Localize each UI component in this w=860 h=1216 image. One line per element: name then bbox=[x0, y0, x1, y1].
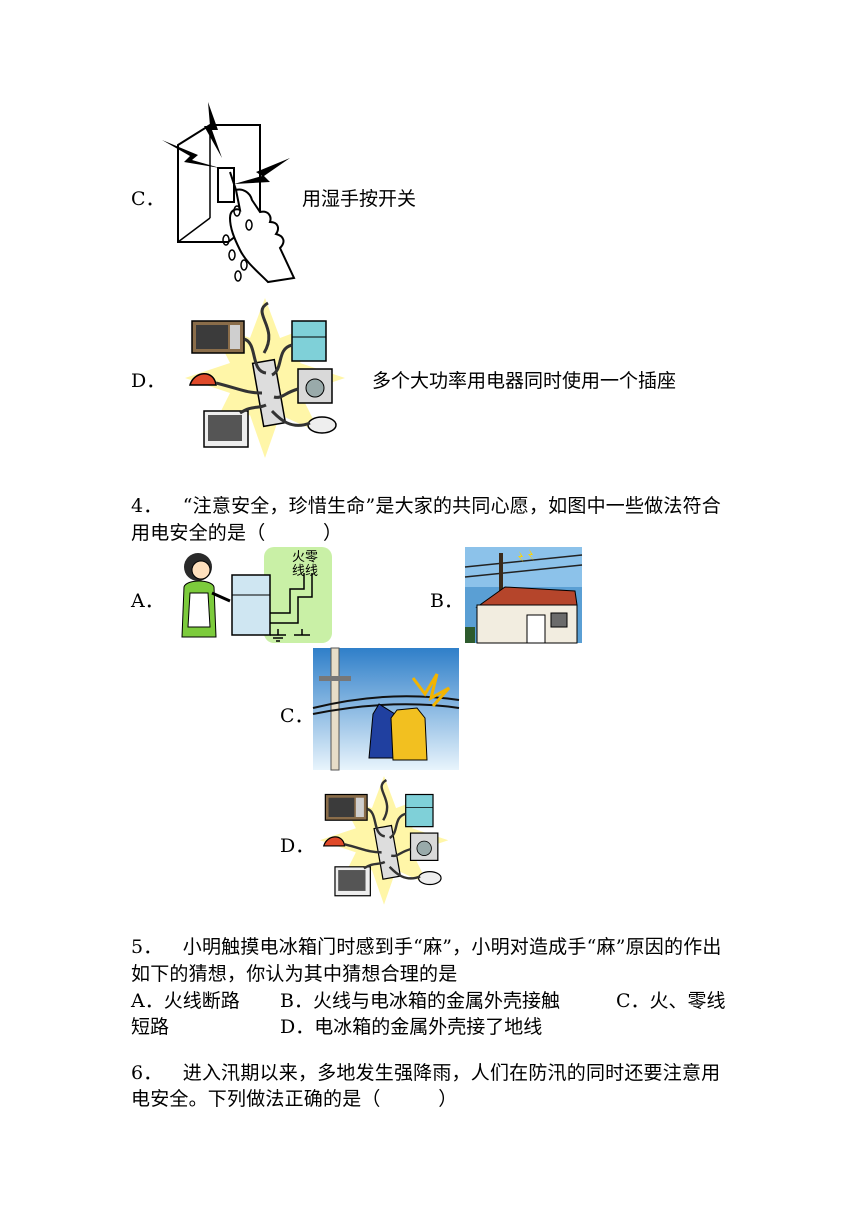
q5-stem-line-2: 如下的猜想，你认为其中猜想合理的是 bbox=[131, 963, 458, 985]
q6-number: 6． bbox=[131, 1062, 163, 1084]
q3-option-d-letter: D． bbox=[131, 370, 166, 392]
clothes-on-wire-icon bbox=[312, 647, 460, 771]
wet-hand-switch-icon bbox=[162, 102, 296, 284]
overloaded-socket-icon bbox=[185, 298, 345, 458]
q4-option-a-letter: A． bbox=[131, 590, 164, 612]
house-power-line-icon bbox=[464, 547, 583, 644]
overloaded-socket-icon bbox=[319, 776, 449, 905]
q4-stem-text: “注意安全，珍惜生命”是大家的共同心愿，如图中一些做法符合 bbox=[182, 495, 721, 517]
q6-stem-line-2: 电安全。下列做法正确的是（ ） bbox=[131, 1088, 458, 1110]
q5-option-b: B．火线与电冰箱的金属外壳接触 bbox=[280, 990, 560, 1012]
q5-option-a: A．火线断路 bbox=[131, 990, 240, 1012]
q3-option-d-text: 多个大功率用电器同时使用一个插座 bbox=[372, 370, 677, 392]
q6-stem-line-1: 6． 进入汛期以来，多地发生强降雨，人们在防汛的同时还要注意用 bbox=[131, 1058, 720, 1085]
grounded-refrigerator-icon: 火零 线线 bbox=[181, 547, 332, 643]
q5-option-c: C．火、零线 bbox=[616, 990, 726, 1012]
q4-option-b-letter: B． bbox=[430, 590, 463, 612]
q4-option-d-letter: D． bbox=[280, 835, 315, 857]
q4-number: 4． bbox=[131, 495, 163, 517]
q3-option-c-letter: C． bbox=[131, 188, 165, 210]
q5-option-c-continued: 短路 bbox=[131, 1016, 170, 1038]
q4-option-a-caption-bottom: 线线 bbox=[292, 564, 318, 579]
q5-stem-line-1: 5． 小明触摸电冰箱门时感到手“麻”，小明对造成手“麻”原因的作出 bbox=[131, 932, 722, 959]
q3-option-c-text: 用湿手按开关 bbox=[302, 188, 417, 210]
q4-option-a-caption-top: 火零 bbox=[292, 550, 318, 565]
q5-stem-text: 小明触摸电冰箱门时感到手“麻”，小明对造成手“麻”原因的作出 bbox=[182, 936, 722, 958]
q4-stem-line-1: 4． “注意安全，珍惜生命”是大家的共同心愿，如图中一些做法符合 bbox=[131, 491, 721, 518]
q5-number: 5． bbox=[131, 936, 163, 958]
q6-stem-text: 进入汛期以来，多地发生强降雨，人们在防汛的同时还要注意用 bbox=[182, 1062, 721, 1084]
q4-stem-line-2: 用电安全的是（ ） bbox=[131, 522, 343, 544]
q5-option-d: D．电冰箱的金属外壳接了地线 bbox=[280, 1016, 543, 1038]
q4-option-c-letter: C． bbox=[280, 705, 314, 727]
